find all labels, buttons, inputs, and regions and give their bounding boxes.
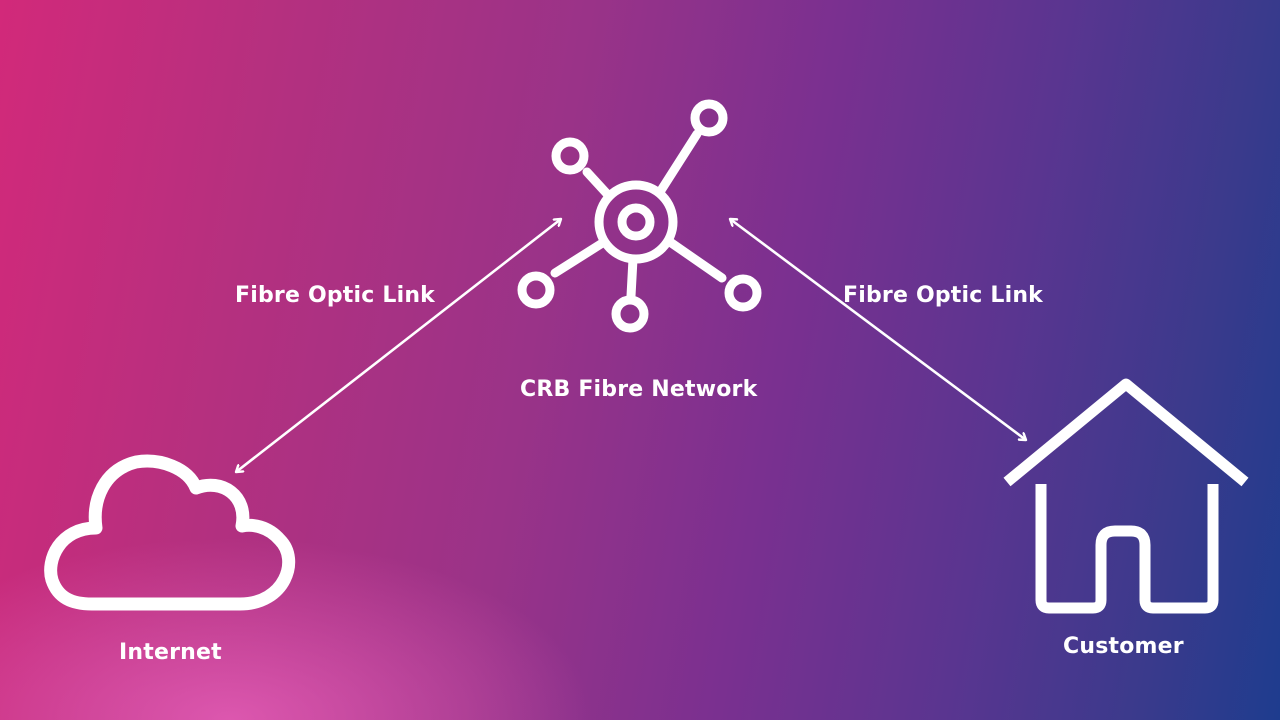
node-label-network: CRB Fibre Network [520, 377, 758, 402]
edge-label-internet-network: Fibre Optic Link [235, 283, 436, 308]
fibre-link-internet-network [236, 219, 561, 472]
cloud-icon [44, 454, 296, 611]
fibre-link-network-customer [730, 219, 1026, 440]
house-icon [1003, 378, 1249, 614]
network-hub-icon [517, 99, 762, 333]
node-label-internet: Internet [119, 640, 222, 665]
edge-label-network-customer: Fibre Optic Link [843, 283, 1044, 308]
node-label-customer: Customer [1063, 634, 1184, 659]
